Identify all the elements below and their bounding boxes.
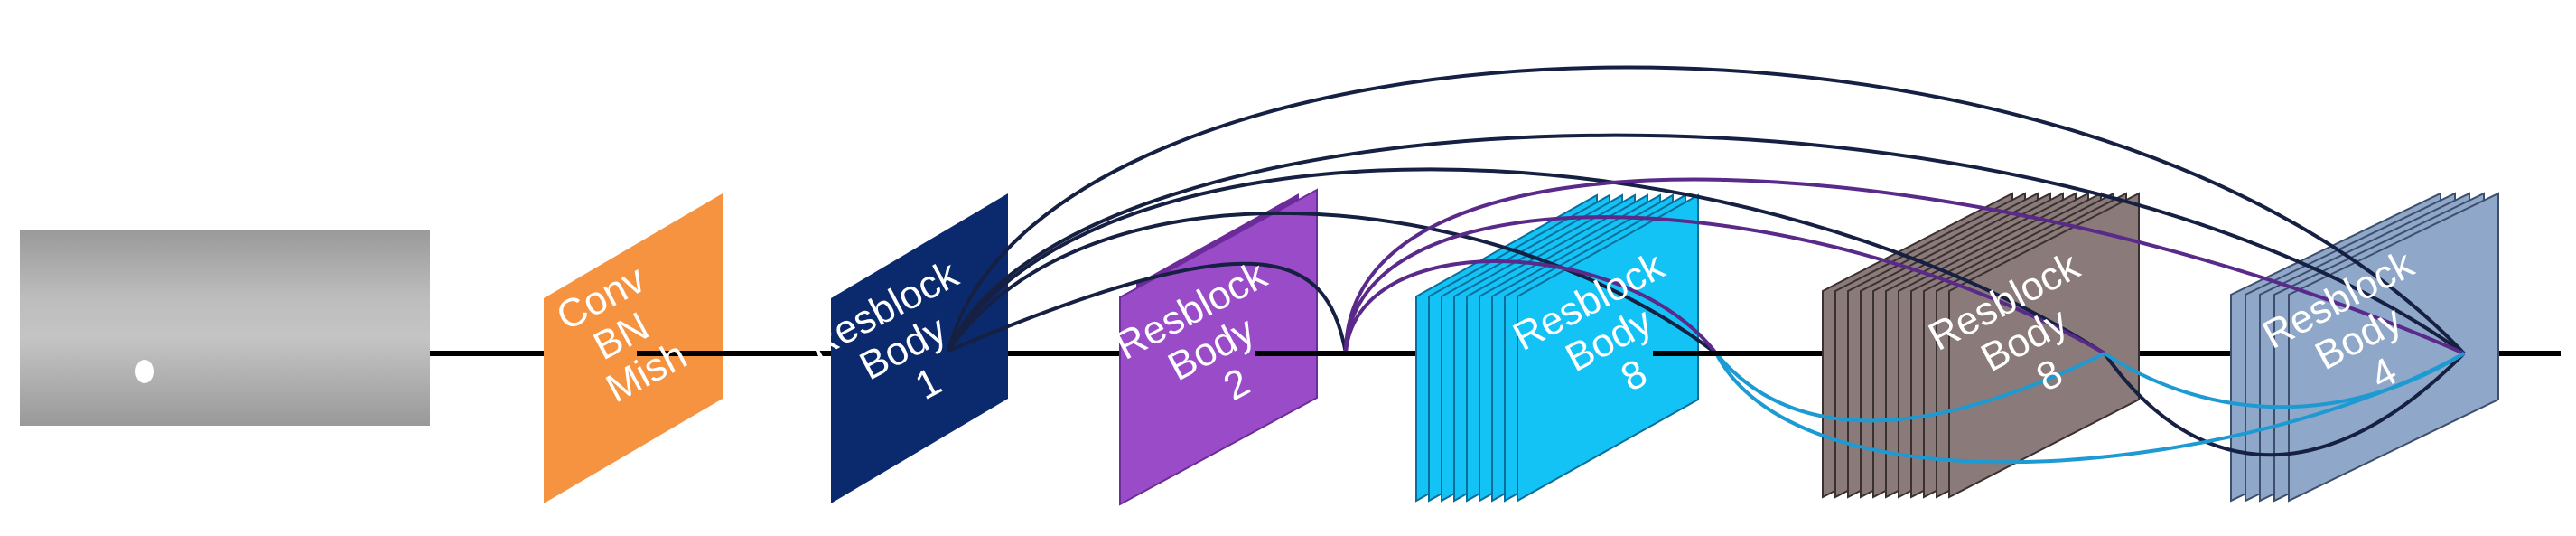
skip-arc-rb2-to-rb8b-purple xyxy=(1344,215,2106,355)
skip-connections xyxy=(947,65,2466,465)
skip-arc-rb8b-to-rb4-cyan xyxy=(2103,352,2466,409)
input-image xyxy=(20,230,430,426)
skip-arc-rb8a-to-rb4-cyan xyxy=(1714,352,2465,465)
skip-arc-rb8a-to-rb8b-cyan xyxy=(1714,352,2105,423)
resblock-body-1-block xyxy=(831,193,1008,503)
skip-arc-rb1-to-rb8b xyxy=(947,167,2106,355)
skip-arc-rb2-down xyxy=(947,261,1348,354)
stack-sheet xyxy=(1517,193,1699,503)
conv-bn-mish-block xyxy=(544,193,723,503)
resblock-body-8-cyan-block xyxy=(1415,193,1699,503)
skip-arc-rb1-to-rb4-outer xyxy=(947,65,2466,355)
skip-arc-rb8b-to-rb4-lower xyxy=(2103,352,2466,457)
skip-arc-rb2-to-rb4-purple xyxy=(1344,177,2465,355)
skip-arc-rb2-to-rb8a-purple xyxy=(1344,259,1718,355)
stack-sheet xyxy=(2288,192,2499,503)
target-spot xyxy=(135,360,154,383)
skip-arc-rb1-to-rb4-mid xyxy=(947,133,2466,355)
resblock-body-8-gray-block xyxy=(1822,192,2140,499)
skip-arc-rb1-to-rb8a xyxy=(947,211,1718,355)
